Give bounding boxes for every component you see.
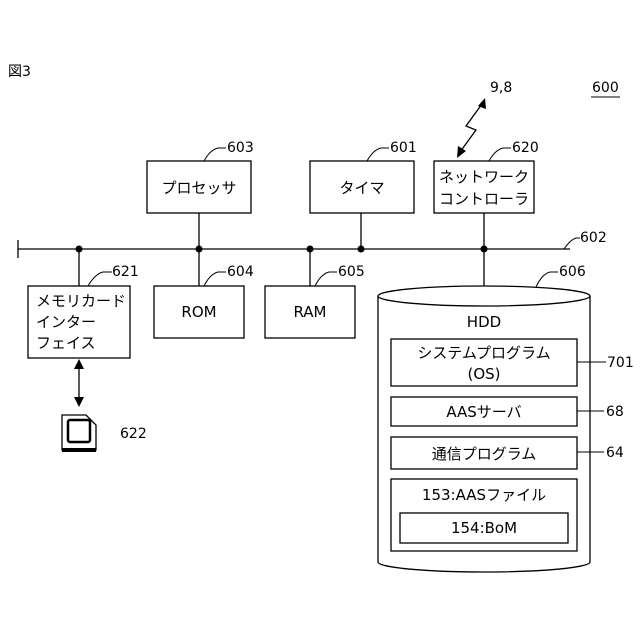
aas-server-ref: 68 (606, 404, 624, 420)
rom-block: ROM 604 (154, 249, 254, 338)
system-ref: 600 (592, 80, 619, 96)
ram-ref: 605 (338, 264, 365, 280)
comm-program-label: 通信プログラム (432, 445, 537, 463)
wireless-link-icon: 9,8 (457, 80, 512, 158)
aas-file-label: 153:AASファイル (422, 486, 546, 504)
memory-card-interface-block: メモリカード インター フェイス 621 (28, 249, 139, 358)
ram-block: RAM 605 (265, 249, 365, 338)
network-controller-ref-leader (489, 148, 511, 161)
processor-label: プロセッサ (161, 179, 236, 197)
timer-block: タイマ 601 (310, 140, 417, 249)
timer-ref-leader (367, 148, 389, 161)
memory-card-interface-ref: 621 (112, 264, 139, 280)
ram-ref-leader (315, 272, 337, 286)
memory-card-interface-ref-leader (88, 272, 112, 286)
system-program-label-1: システムプログラム (417, 344, 550, 362)
rom-label: ROM (181, 303, 216, 321)
hdd-label: HDD (467, 313, 501, 331)
bus-ref: 602 (580, 230, 607, 246)
hdd-block: HDD 606 システムプログラム (OS) 701 AASサーバ 68 通信プ… (378, 249, 634, 572)
processor-ref: 603 (227, 140, 254, 156)
figure-label: 図3 (8, 64, 31, 80)
timer-label: タイマ (339, 179, 384, 197)
memory-card-interface-label-3: フェイス (36, 334, 96, 352)
network-controller-label-2: コントローラ (439, 190, 529, 208)
network-controller-block: ネットワーク コントローラ 620 (434, 140, 539, 249)
processor-block: プロセッサ 603 (147, 140, 254, 249)
memory-card-interface-label-2: インター (36, 313, 96, 331)
bom-label: 154:BoM (451, 519, 517, 537)
network-controller-label-1: ネットワーク (439, 168, 529, 186)
rom-ref-leader (204, 272, 226, 286)
bus-ref-leader (564, 238, 580, 249)
external-ref: 9,8 (490, 80, 512, 96)
memory-card-icon: 622 (62, 415, 147, 452)
comm-program-ref: 64 (606, 445, 624, 461)
timer-ref: 601 (390, 140, 417, 156)
system-program-ref: 701 (607, 355, 634, 371)
aas-server-label: AASサーバ (446, 403, 521, 421)
hdd-ref-leader (536, 272, 558, 287)
processor-ref-leader (204, 148, 226, 161)
memory-card-ref: 622 (120, 426, 147, 442)
memory-card-interface-label-1: メモリカード (36, 292, 126, 310)
memory-card-link-arrow (74, 359, 84, 407)
system-program-label-2: (OS) (467, 365, 500, 383)
rom-ref: 604 (227, 264, 254, 280)
network-controller-ref: 620 (512, 140, 539, 156)
hdd-ref: 606 (559, 264, 586, 280)
ram-label: RAM (293, 303, 326, 321)
